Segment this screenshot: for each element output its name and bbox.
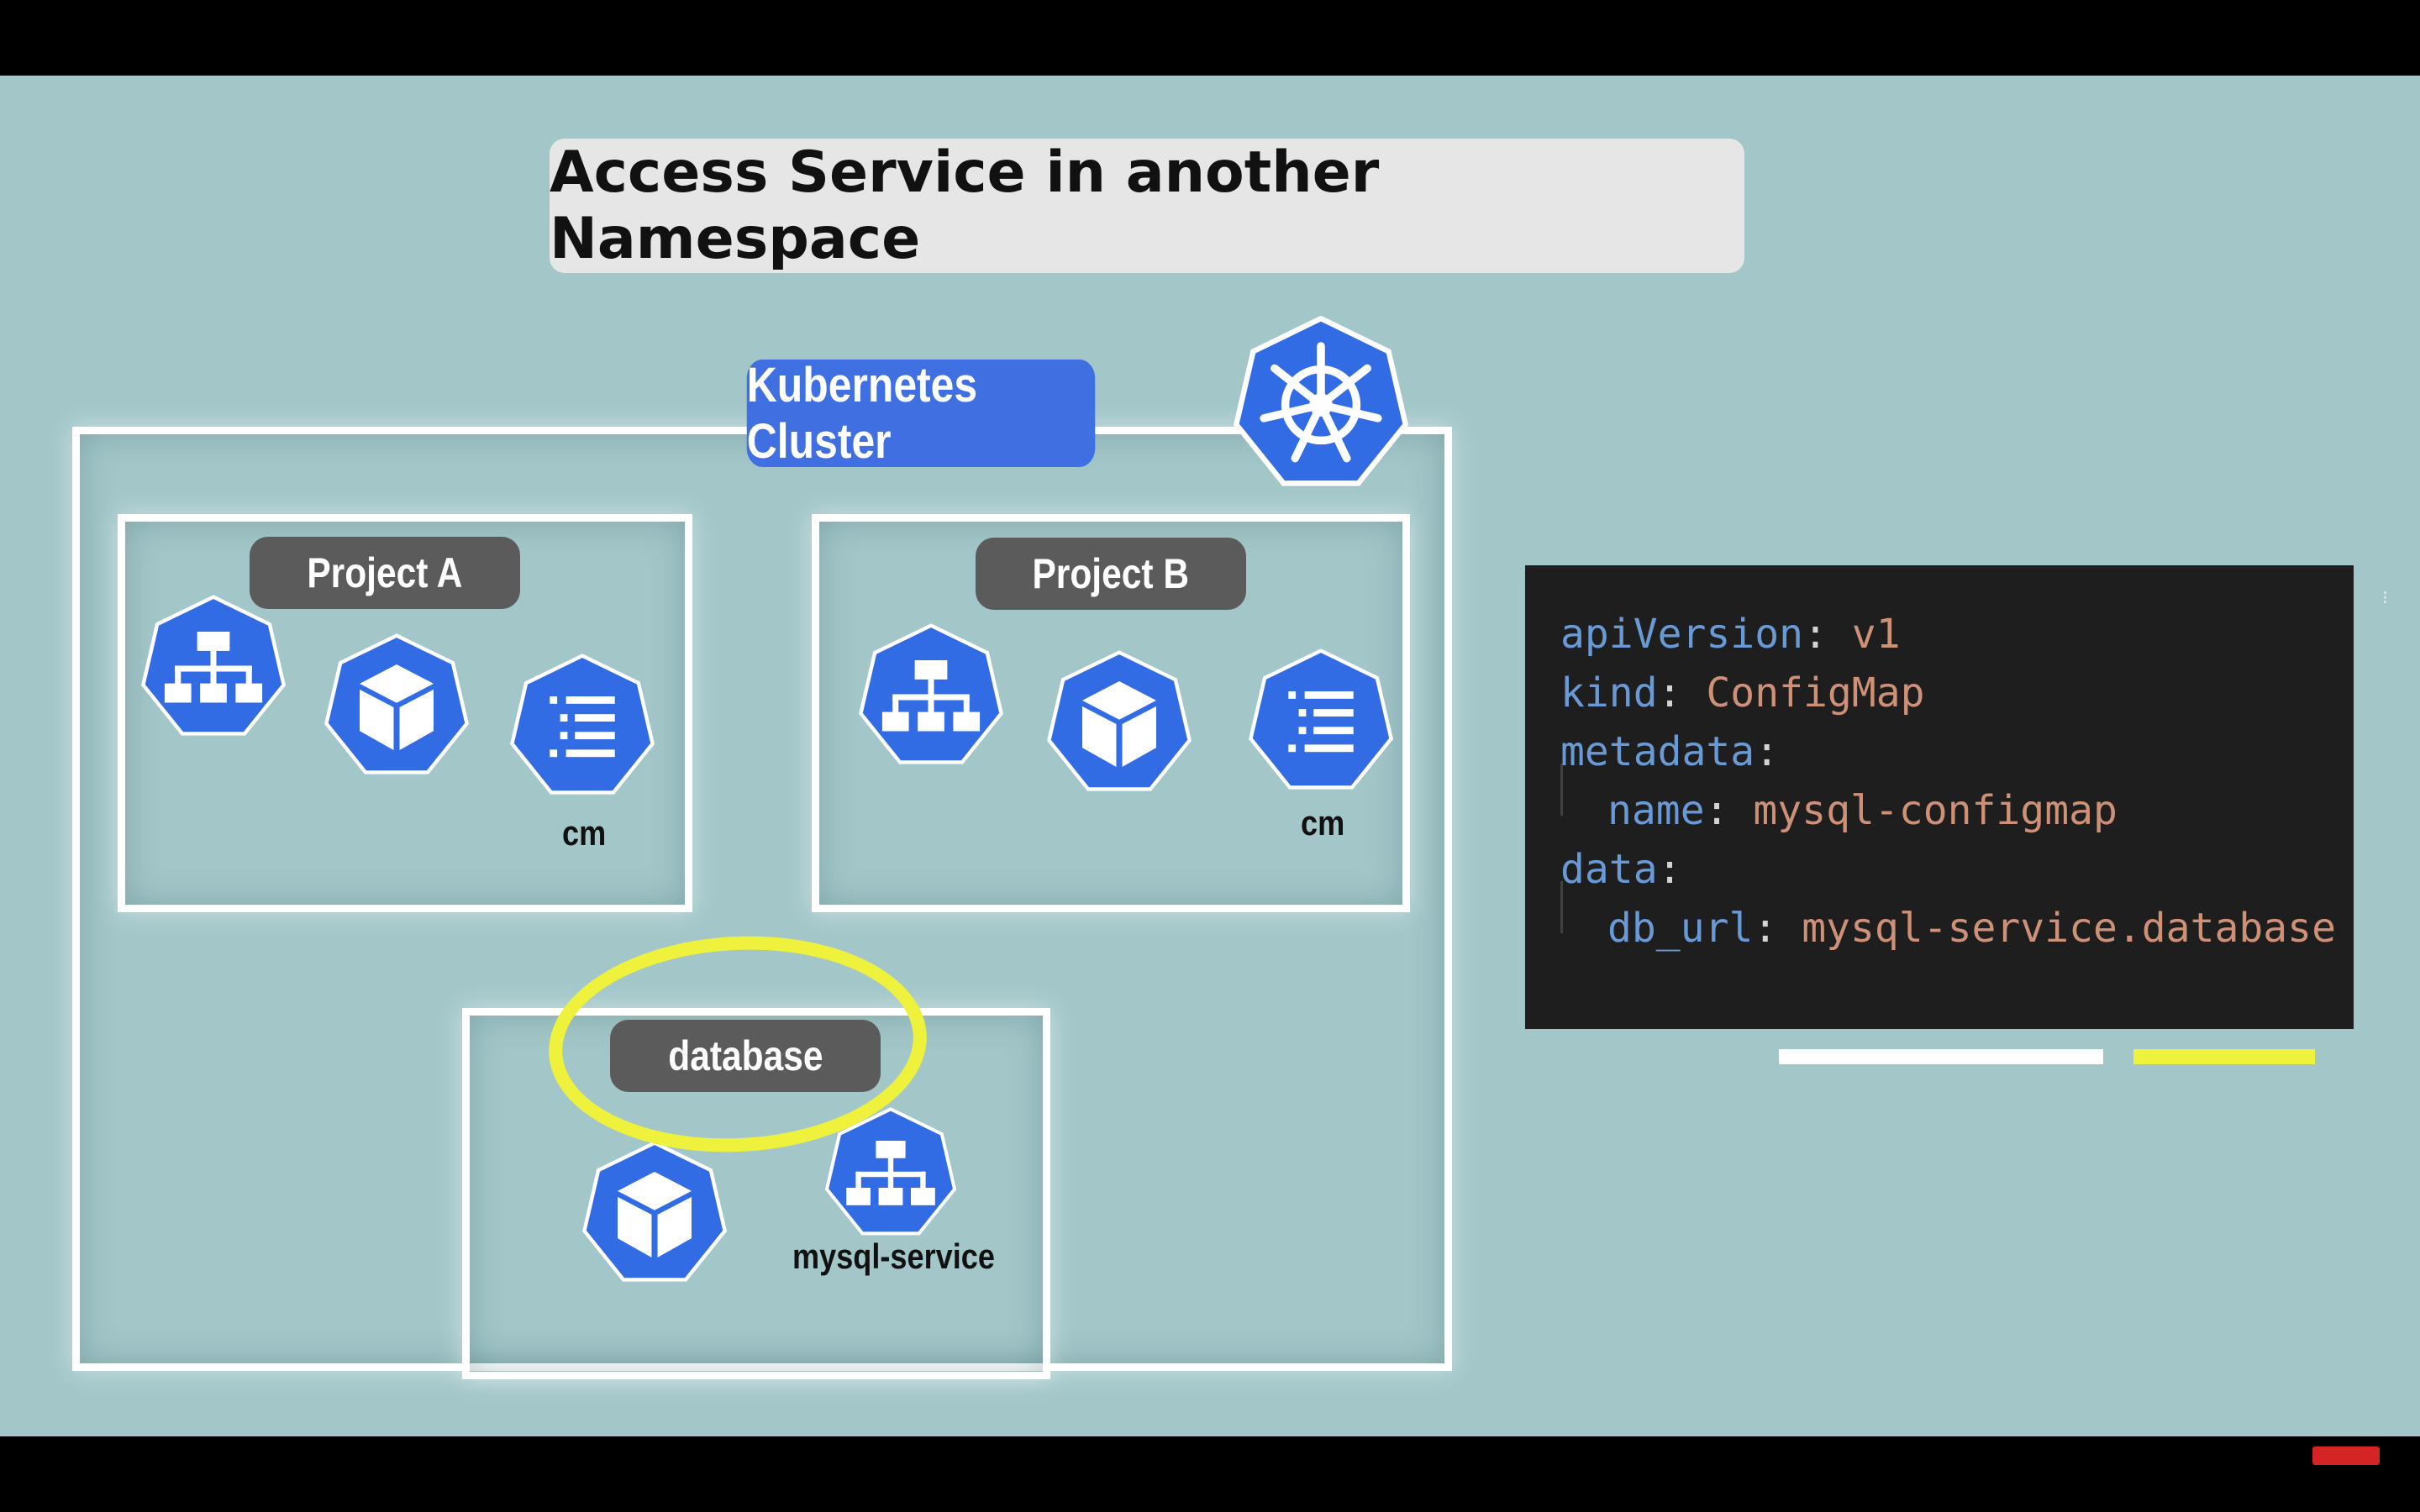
code-line-data: data:	[1560, 846, 1682, 893]
namespace-label-project-b: Project B	[976, 538, 1246, 610]
configmap-icon	[510, 654, 655, 795]
code-line-metadata: metadata:	[1560, 728, 1780, 775]
code-line-apiversion: apiVersion: v1	[1560, 611, 1901, 658]
namespace-label-project-a: Project A	[250, 537, 520, 609]
code-line-name: name: mysql-configmap	[1607, 787, 2118, 834]
slide-title: Access Service in another Namespace	[550, 139, 1744, 273]
indent-guide	[1560, 881, 1563, 933]
namespace-box-project-b	[812, 514, 1410, 912]
configmap-icon	[1249, 648, 1393, 790]
namespace-label-database: database	[610, 1020, 881, 1092]
pod-icon	[1047, 650, 1192, 791]
slide-canvas: Access Service in another Namespace Kube…	[0, 76, 2420, 1436]
configmap-code-panel: apiVersion: v1 kind: ConfigMap metadata:…	[1525, 565, 2354, 1064]
pod-icon	[324, 633, 469, 774]
indent-guide	[1560, 764, 1563, 816]
code-line-db-url: db_url: mysql-service.database	[1607, 905, 2336, 952]
configmap-label: cm	[562, 813, 607, 853]
configmap-label: cm	[1301, 803, 1345, 843]
namespace-underline	[2133, 1049, 2315, 1064]
cluster-label: Kubernetes Cluster	[746, 358, 1096, 469]
pod-icon	[582, 1141, 727, 1282]
subscribe-badge-icon[interactable]	[2312, 1446, 2380, 1465]
mysql-service-label: mysql-service	[792, 1236, 995, 1276]
service-icon	[824, 1107, 957, 1236]
service-icon	[859, 623, 1003, 764]
kubernetes-logo-icon	[1233, 316, 1409, 486]
side-indicator-icon: ⁝	[2382, 588, 2388, 609]
service-name-underline	[1779, 1049, 2103, 1064]
service-icon	[141, 595, 286, 736]
namespace-box-database	[462, 1008, 1050, 1379]
namespace-box-project-a	[118, 514, 692, 912]
code-line-kind: kind: ConfigMap	[1560, 669, 1925, 717]
